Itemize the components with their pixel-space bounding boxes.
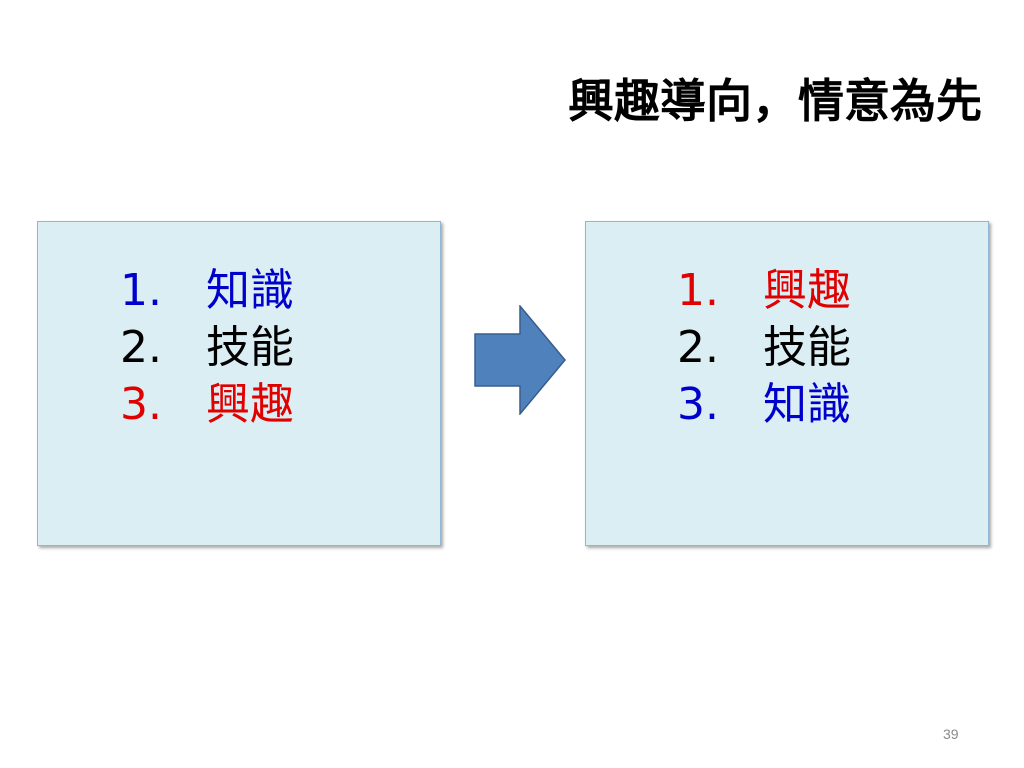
right-arrow-icon: [474, 305, 566, 415]
item-number: 1.: [677, 265, 719, 316]
item-number: 3.: [677, 379, 719, 430]
after-list-box: 1. 興趣 2. 技能 3. 知識: [585, 221, 989, 546]
before-list-box: 1. 知識 2. 技能 3. 興趣: [37, 221, 441, 546]
before-list-item: 1. 知識: [120, 262, 294, 319]
item-number: 2.: [120, 322, 162, 373]
item-text: 興趣: [206, 379, 294, 430]
after-list: 1. 興趣 2. 技能 3. 知識: [677, 262, 851, 433]
after-list-item: 1. 興趣: [677, 262, 851, 319]
arrow-shape: [474, 305, 566, 415]
before-list-item: 3. 興趣: [120, 376, 294, 433]
item-text: 興趣: [763, 265, 851, 316]
after-list-item: 3. 知識: [677, 376, 851, 433]
item-number: 1.: [120, 265, 162, 316]
page-number: 39: [943, 726, 959, 742]
item-text: 技能: [763, 322, 851, 373]
item-text: 知識: [763, 379, 851, 430]
after-list-item: 2. 技能: [677, 319, 851, 376]
before-list: 1. 知識 2. 技能 3. 興趣: [120, 262, 294, 433]
item-number: 3.: [120, 379, 162, 430]
slide-title: 興趣導向，情意為先: [568, 74, 982, 128]
before-list-item: 2. 技能: [120, 319, 294, 376]
item-text: 知識: [206, 265, 294, 316]
item-number: 2.: [677, 322, 719, 373]
item-text: 技能: [206, 322, 294, 373]
